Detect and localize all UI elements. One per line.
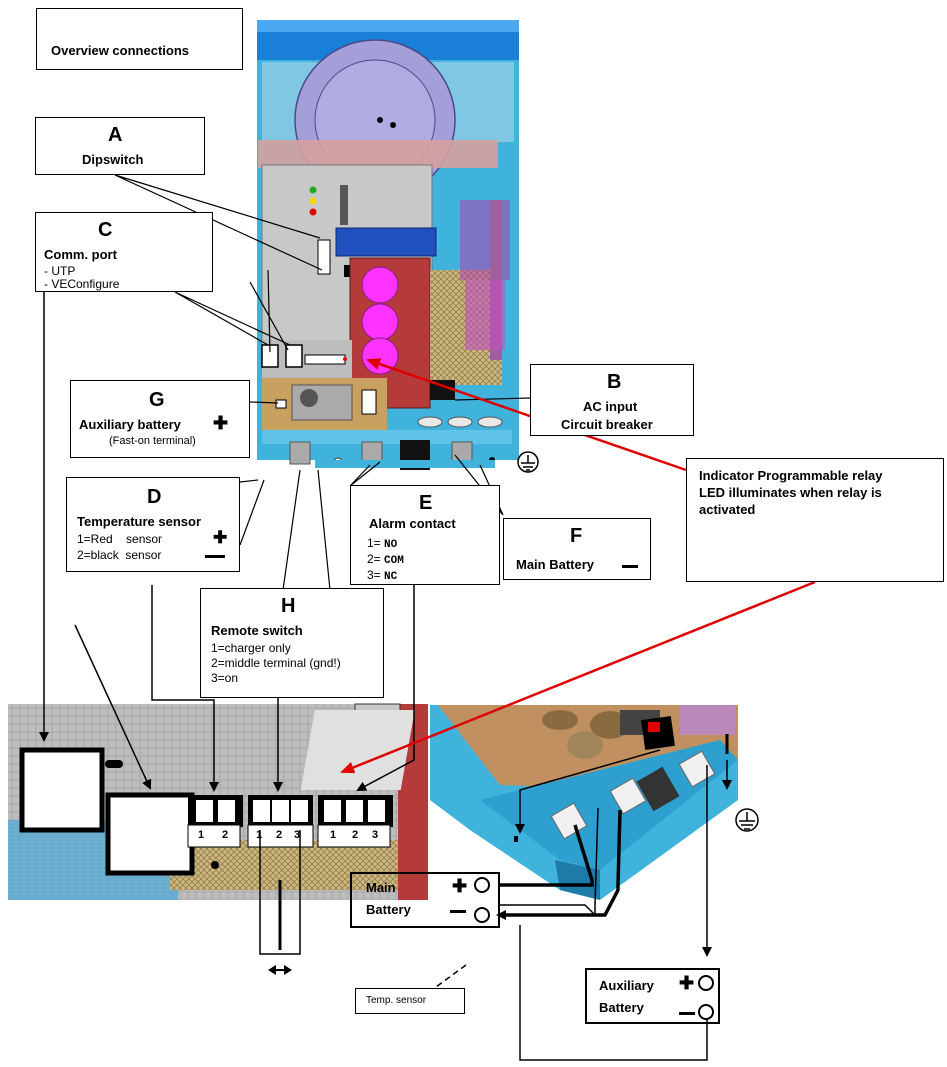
callout-e-line3-prefix: 3= [367,568,385,582]
callout-g-name: Auxiliary battery [79,417,181,432]
callout-b-line2: Circuit breaker [561,417,653,432]
callout-h-name: Remote switch [211,623,303,638]
callout-a-name: Dipswitch [82,152,144,167]
relay-note-line2: LED illuminates when relay is [699,485,882,500]
callout-e: E Alarm contact 1= NO 2= COM 3= NC [350,485,500,585]
relay-note: Indicator Programmable relay LED illumin… [686,458,944,582]
aux-battery-box: Auxiliary Battery ✚ [585,968,720,1024]
callout-e-line2-prefix: 2= [367,552,385,566]
callout-h-line3: 3=on [211,671,239,685]
battery-wiring [424,749,712,1061]
callout-e-name: Alarm contact [369,516,456,531]
callout-d-line2: 2=black sensor [77,548,162,562]
callout-c-item: - UTP [44,264,76,278]
remote-switch-wiring [259,830,301,955]
callout-b: B AC input Circuit breaker [530,364,694,436]
callout-d-line1: 1=Red sensor [77,532,163,546]
remote-terminal-label: 2 [276,829,283,841]
pointer-lines [39,290,415,792]
aux-battery-minus-terminal [698,1004,714,1020]
callout-a: A Dipswitch [35,117,205,175]
temp-terminal-label: 2 [222,829,229,841]
callout-e-line2-code: COM [384,555,404,567]
temp-terminal-label: 1 [198,829,205,841]
callout-g-letter: G [149,389,165,411]
ground-icon [517,451,539,473]
callout-h-line2: 2=middle terminal (gnd!) [211,656,341,670]
relay-note-line3: activated [699,502,756,517]
callout-d: D Temperature sensor 1=Red sensor ✚ 2=bl… [66,477,240,572]
callout-h-line1: 1=charger only [211,641,291,655]
plus-icon: ✚ [679,973,695,993]
callout-b-letter: B [607,371,622,393]
minus-icon [205,555,225,558]
callout-e-line3-code: NC [384,571,398,583]
callout-c-name: Comm. port [44,247,117,262]
callout-e-line1-code: NO [384,539,398,551]
alarm-terminal-label: 3 [372,829,379,841]
alarm-terminal-label: 1 [330,829,337,841]
main-battery-minus-terminal [474,907,490,923]
ground-icon [722,734,759,832]
minus-icon [679,1012,695,1015]
relay-led-arrows [340,358,816,774]
callout-g-sub: (Fast-on terminal) [109,435,196,447]
main-battery-line2: Battery [366,902,411,917]
callout-e-line1-prefix: 1= [367,536,385,550]
callout-a-letter: A [108,124,123,146]
remote-terminal-label: 1 [256,829,263,841]
callout-e-line3: 3= NC [367,568,397,583]
callout-d-name: Temperature sensor [77,514,202,529]
title-box: Overview connections [36,8,243,70]
relay-note-line1: Indicator Programmable relay [699,468,883,483]
callout-e-line1: 1= NO [367,536,397,551]
callout-h: H Remote switch 1=charger only 2=middle … [200,588,384,698]
main-battery-line1: Main [366,880,396,895]
callout-d-letter: D [147,486,162,508]
plus-icon: ✚ [213,413,229,433]
main-battery-box: Main Battery ✚ [350,872,500,928]
plus-icon: ✚ [452,876,468,896]
minus-icon [622,565,638,568]
callout-c: C Comm. port - UTP - VEConfigure [35,212,213,292]
callout-g: G Auxiliary battery ✚ (Fast-on terminal) [70,380,250,458]
aux-battery-line2: Battery [599,1000,644,1015]
callout-f-letter: F [570,525,583,547]
plus-icon: ✚ [213,528,228,547]
minus-icon [450,910,466,913]
aux-battery-line1: Auxiliary [599,978,654,993]
callout-f-name: Main Battery [516,557,595,572]
page-title: Overview connections [51,43,189,58]
remote-terminal-label: 3 [294,829,301,841]
callout-c-item: - VEConfigure [44,277,120,291]
callout-c-letter: C [98,219,113,241]
callout-e-letter: E [419,492,433,514]
main-battery-plus-terminal [474,877,490,893]
callout-b-line1: AC input [583,399,638,414]
double-arrow-icon [268,965,292,975]
callout-h-letter: H [281,595,296,617]
callout-f: F Main Battery [503,518,651,580]
device-3d-view [300,705,738,900]
temp-sensor-box: Temp. sensor [355,988,465,1014]
temp-sensor-label: Temp. sensor [366,995,427,1006]
callout-e-line2: 2= COM [367,552,404,567]
aux-battery-plus-terminal [698,975,714,991]
device-top-view [257,20,519,470]
alarm-terminal-label: 2 [352,829,359,841]
